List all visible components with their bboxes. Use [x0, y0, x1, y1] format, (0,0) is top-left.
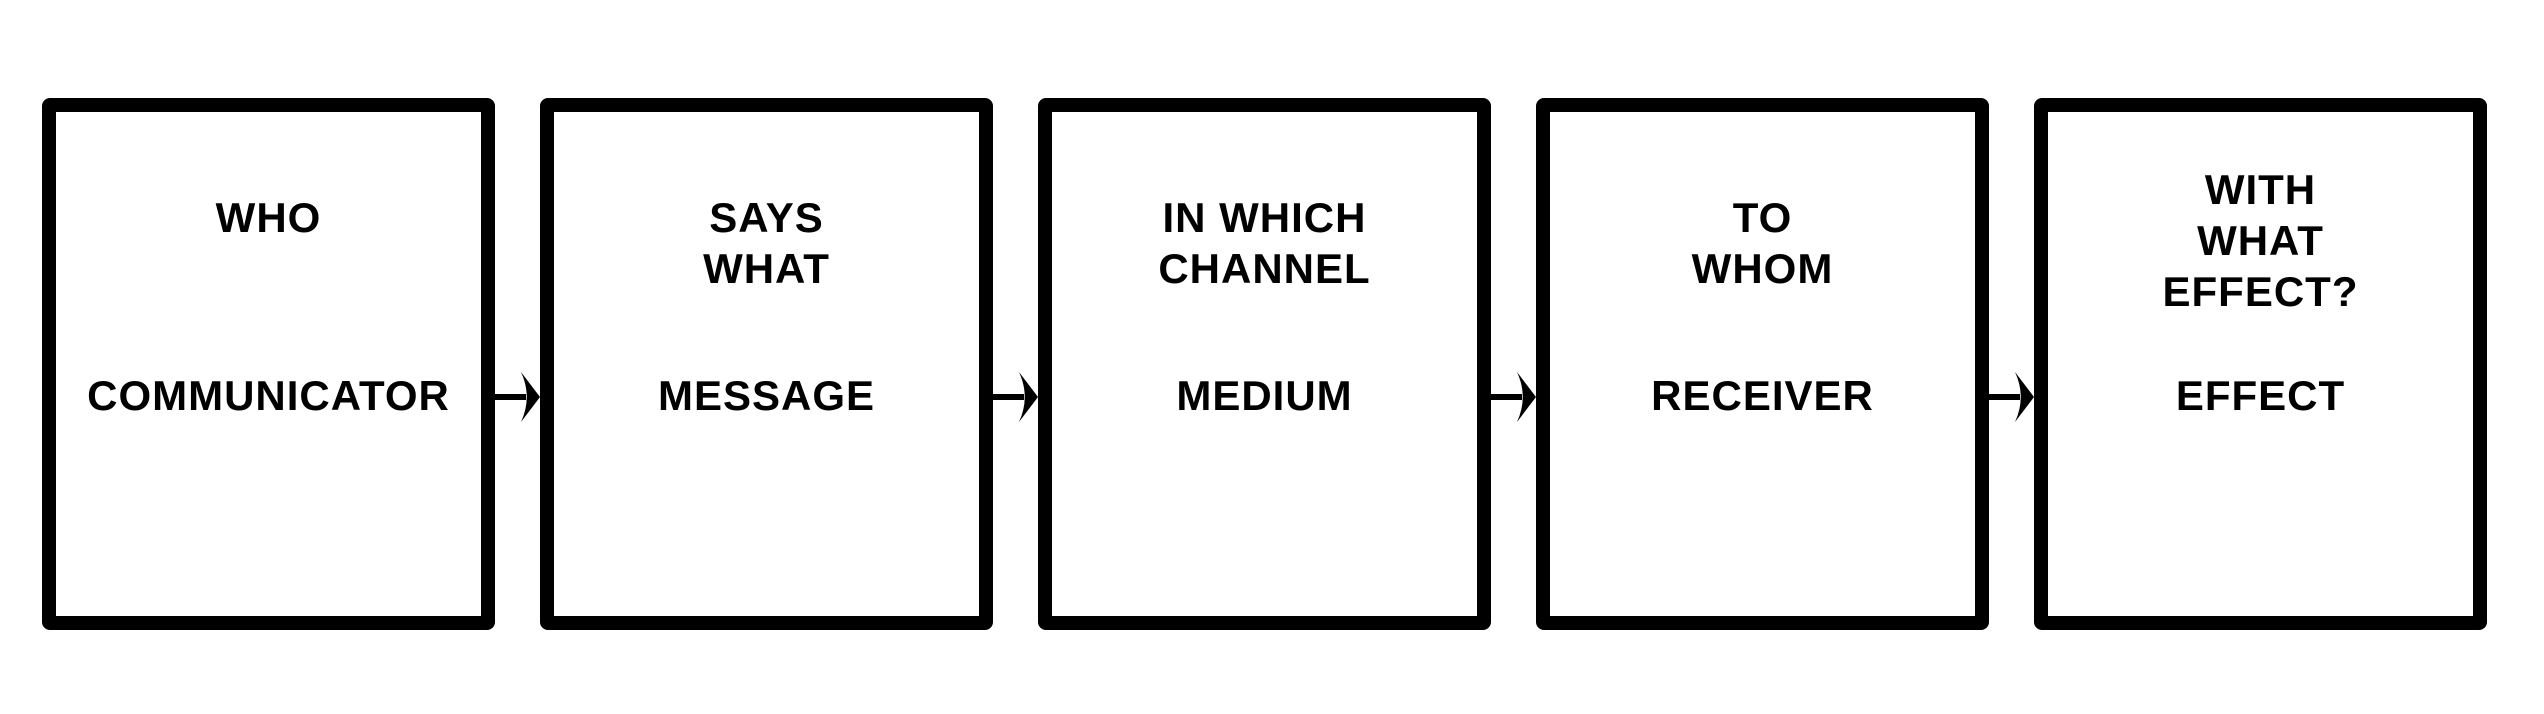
box-term-label: EFFECT: [2175, 372, 2346, 419]
flow-arrow-icon: [495, 372, 540, 422]
box-term-label: COMMUNICATOR: [87, 372, 450, 419]
box-effect: WITH WHAT EFFECT? EFFECT: [2034, 98, 2487, 630]
box-communicator: WHO COMMUNICATOR: [42, 98, 495, 630]
box-medium: IN WHICH CHANNEL MEDIUM: [1038, 98, 1491, 630]
box-term-label: MESSAGE: [657, 372, 876, 419]
box-question-label: WITH WHAT EFFECT?: [2162, 166, 2359, 315]
flow-arrow-icon: [1491, 372, 1536, 422]
flow-arrow-icon: [1989, 372, 2034, 422]
box-question-label: TO WHOM: [1691, 194, 1834, 292]
box-term-label: RECEIVER: [1651, 372, 1874, 419]
box-question-label: SAYS WHAT: [703, 194, 830, 292]
box-message: SAYS WHAT MESSAGE: [540, 98, 993, 630]
box-term-label: MEDIUM: [1176, 372, 1353, 419]
flow-arrow-icon: [993, 372, 1038, 422]
box-question-label: WHO: [215, 194, 322, 241]
box-receiver: TO WHOM RECEIVER: [1536, 98, 1989, 630]
box-question-label: IN WHICH CHANNEL: [1158, 194, 1371, 292]
